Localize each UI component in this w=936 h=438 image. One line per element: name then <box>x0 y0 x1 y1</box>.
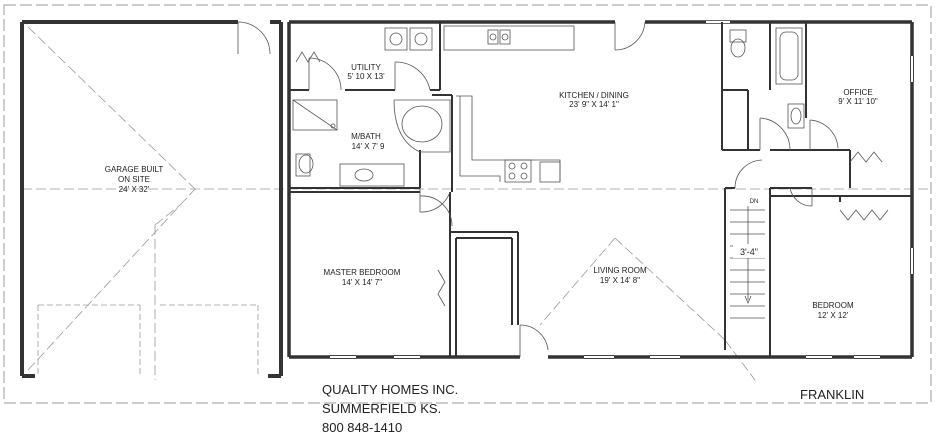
office-label: OFFICE <box>843 88 872 97</box>
interior-walls <box>289 22 912 357</box>
stair-dim-backing <box>733 244 765 258</box>
master-bath-size: 14' X 7' 9 <box>352 142 385 151</box>
office-size: 9' X 11' 10" <box>838 97 878 106</box>
bedroom-size: 12' X 12' <box>818 311 849 320</box>
stair-width-label: 3'-4" <box>740 247 758 257</box>
stair-treads <box>730 206 765 319</box>
company-location: SUMMERFIELD KS. <box>322 401 442 416</box>
kitchen-back-door <box>614 21 646 51</box>
utility-label: UTILITY <box>351 63 381 72</box>
utility-size: 5' 10 X 13' <box>347 72 385 81</box>
utility-appliances <box>384 27 433 51</box>
company-name: QUALITY HOMES INC. <box>322 382 459 397</box>
living-room-size: 19' X 14' 8" <box>600 276 640 285</box>
garage-label: GARAGE BUILT <box>105 165 164 174</box>
garage-door-opening <box>37 304 259 376</box>
garage-entry-door <box>237 21 271 55</box>
bedroom-label: BEDROOM <box>812 301 854 310</box>
master-bedroom-label: MASTER BEDROOM <box>324 268 401 277</box>
kitchen-counters <box>443 25 575 183</box>
master-bath-fixtures <box>292 99 451 187</box>
living-room-label: LIVING ROOM <box>593 266 647 275</box>
kitchen-dining-size: 23' 9" X 14' 1" <box>569 100 619 109</box>
window-ticks <box>330 56 914 359</box>
garage-label-line2: ON SITE <box>118 175 150 184</box>
company-phone: 800 848-1410 <box>322 420 403 435</box>
company-block: QUALITY HOMES INC. SUMMERFIELD KS. 800 8… <box>322 380 458 437</box>
roof-lines <box>22 26 928 381</box>
master-bedroom-size: 14' X 14' 7" <box>342 278 382 287</box>
master-bath-label: M/BATH <box>351 132 381 141</box>
model-name: FRANKLIN <box>800 387 865 402</box>
hall-bath-fixtures <box>729 27 805 129</box>
front-door <box>519 324 549 357</box>
drawing-border <box>3 4 932 404</box>
window-marks <box>330 21 913 358</box>
kitchen-dining-label: KITCHEN / DINING <box>559 91 629 100</box>
stair-direction-label: DN <box>750 199 759 205</box>
bifold-closet-doors <box>295 51 889 307</box>
garage-size: 24' X 32' <box>119 185 150 194</box>
garage-walls <box>20 20 283 378</box>
door-swings <box>308 57 839 227</box>
